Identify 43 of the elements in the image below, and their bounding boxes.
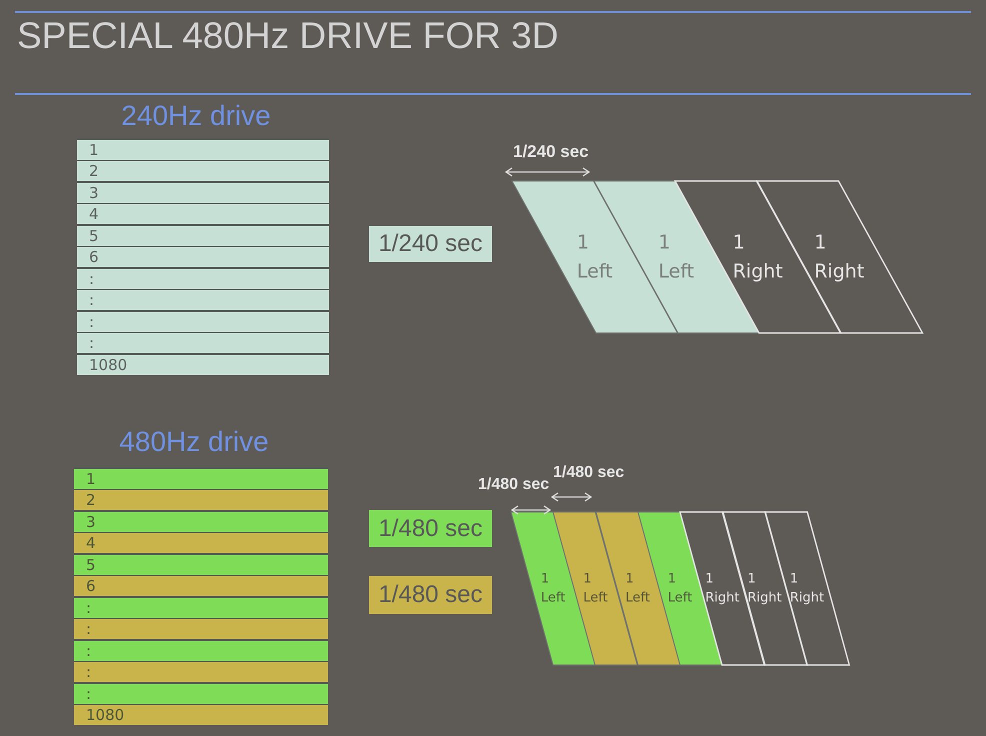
scan-line-row: : xyxy=(74,640,328,660)
scan-line-row: 3 xyxy=(77,182,329,202)
scan-line-row: : xyxy=(77,333,329,353)
table-heading: 240Hz drive xyxy=(121,100,271,132)
scan-line-row: : xyxy=(74,598,328,618)
scan-line-row: : xyxy=(77,312,329,332)
slide-title: SPECIAL 480Hz DRIVE FOR 3D xyxy=(17,15,558,57)
scan-line-row: 4 xyxy=(77,204,329,224)
scan-line-row: 3 xyxy=(74,512,328,532)
scan-line-row: : xyxy=(77,268,329,288)
scan-line-row: 1080 xyxy=(74,705,328,725)
scan-line-row: 1080 xyxy=(77,354,329,374)
dimension-label: 1/480 sec xyxy=(553,464,624,482)
legend-key: 1/240 sec xyxy=(369,226,492,262)
frame-label: 1 Left xyxy=(658,230,694,284)
frame-label: 1 Left xyxy=(668,570,692,608)
legend-key: 1/480 sec xyxy=(369,510,492,547)
scan-line-row: 6 xyxy=(77,247,329,267)
frame-label: 1 Right xyxy=(748,570,782,608)
legend-key: 1/480 sec xyxy=(369,576,492,614)
scan-line-row: : xyxy=(77,290,329,310)
frame-label: 1 Right xyxy=(790,570,824,608)
table-heading: 480Hz drive xyxy=(119,426,269,458)
scan-line-row: 1 xyxy=(74,468,328,488)
scan-line-row: : xyxy=(74,684,328,704)
scan-line-row: 1 xyxy=(77,140,329,160)
scan-line-row: 2 xyxy=(74,490,328,510)
scan-line-row: 2 xyxy=(77,161,329,181)
scan-line-row: : xyxy=(74,619,328,639)
frame-label: 1 Right xyxy=(732,230,783,284)
frame-label: 1 Left xyxy=(626,570,650,608)
scan-line-row: : xyxy=(74,662,328,682)
scan-line-row: 5 xyxy=(74,554,328,574)
frame-label: 1 Left xyxy=(576,230,613,284)
frame-label: 1 Right xyxy=(814,230,864,284)
scan-line-row: 5 xyxy=(77,226,329,246)
dimension-label: 1/240 sec xyxy=(513,143,589,161)
scan-line-row: 4 xyxy=(74,533,328,553)
scan-line-row: 6 xyxy=(74,576,328,596)
frame-label: 1 Left xyxy=(583,570,608,608)
frame-label: 1 Right xyxy=(705,570,740,608)
frame-label: 1 Left xyxy=(540,570,566,608)
dimension-label: 1/480 sec xyxy=(478,476,550,494)
